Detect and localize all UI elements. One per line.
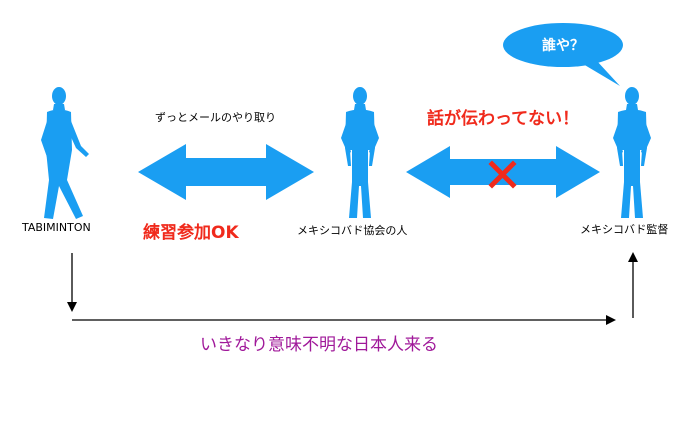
email-exchange-caption: ずっとメールのやり取り xyxy=(155,111,276,124)
bottom-path-caption: いきなり意味不明な日本人来る xyxy=(200,335,438,355)
person-label-federation: メキシコバド協会の人 xyxy=(297,224,408,237)
not-communicated-caption: 話が伝わってない！ xyxy=(427,109,580,129)
tabiminton-person-figure xyxy=(41,87,89,219)
person-label-tabiminton: TABIMINTON xyxy=(22,221,91,234)
mexico-federation-person-figure xyxy=(341,87,379,218)
speech-bubble xyxy=(503,23,623,86)
arrowheads xyxy=(67,252,638,325)
cross-mark-icon xyxy=(488,160,517,189)
bottom-path-arrow xyxy=(71,253,634,321)
practice-ok-caption: 練習参加OK xyxy=(143,223,239,243)
left-double-arrow xyxy=(138,144,314,200)
speech-bubble-text: 誰や？ xyxy=(542,38,584,54)
person-label-coach: メキシコバド監督 xyxy=(580,223,669,236)
mexico-coach-person-figure xyxy=(613,87,651,218)
